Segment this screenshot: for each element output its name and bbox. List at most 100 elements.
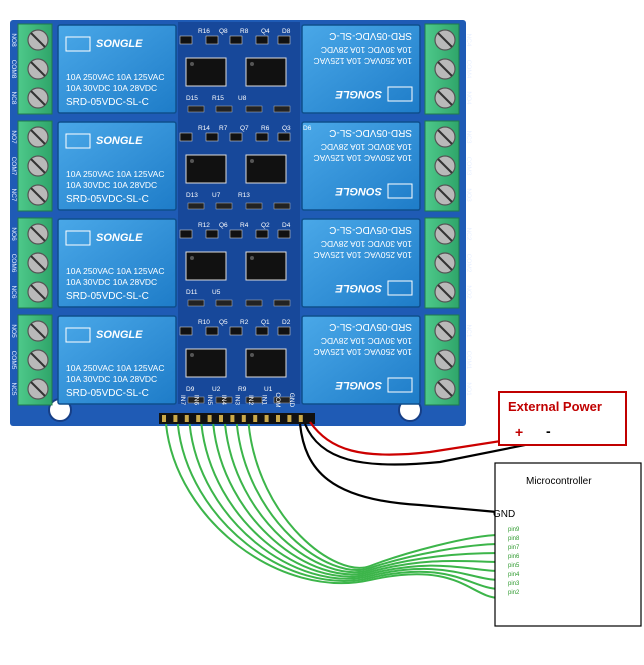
component-label: R13: [238, 192, 250, 199]
smd-component: [179, 229, 193, 239]
screw-slot: [437, 90, 453, 106]
relay-body: [57, 218, 177, 308]
relay-model: SRD-05VDC-SL-C: [329, 224, 412, 235]
chip-dot: [190, 353, 194, 357]
component-label: D13: [186, 192, 198, 199]
signal-wire: [200, 423, 501, 578]
resistor: [187, 396, 205, 404]
header-pin-label: GND: [288, 393, 295, 408]
smd-component: [277, 132, 291, 142]
relay-spec-line-1: 10A 250VAC 10A 125VAC: [66, 363, 164, 373]
smd-component: [179, 132, 193, 142]
chip-dot: [190, 256, 194, 260]
relay-brand: SONGLE: [335, 185, 382, 197]
component-label: D15: [186, 95, 198, 102]
component-label: R10: [198, 319, 210, 326]
terminal-label: NO4: [465, 91, 472, 105]
screw-slot: [437, 352, 453, 368]
resistor: [215, 299, 233, 307]
smd-component: [205, 229, 219, 239]
relay-spec-line-2: 10A 30VDC 10A 28VDC: [321, 45, 412, 55]
component-label: Q6: [219, 222, 228, 229]
microcontroller-box: Microcontroller GND pin9pin8pin7pin6pin5…: [493, 462, 642, 627]
component-label: R7: [219, 125, 228, 132]
header-pin: [230, 415, 235, 422]
resistor: [273, 299, 291, 307]
terminal-label: COM7: [10, 157, 17, 176]
screw-slot: [437, 158, 453, 174]
resistor: [215, 202, 233, 210]
screw-slot: [437, 381, 453, 397]
signal-wire: [224, 423, 501, 573]
relay-spec-line-1: 10A 250VAC 10A 125VAC: [66, 72, 164, 82]
chip-dot: [190, 159, 194, 163]
external-power-minus: -: [546, 423, 551, 439]
mcu-gnd-label: GND: [493, 509, 515, 520]
screw-slot: [437, 129, 453, 145]
mcu-pin-label: pin2: [508, 590, 520, 596]
component-label: U1: [264, 386, 273, 393]
header-pin-label: IN6: [193, 395, 200, 406]
header-pin: [264, 415, 269, 422]
resistor: [187, 202, 205, 210]
header-pin-label: IN5: [206, 395, 213, 406]
relay-model: SRD-05VDC-SL-C: [329, 30, 412, 41]
relay-body: [57, 121, 177, 211]
relay-brand: SONGLE: [96, 329, 143, 341]
smd-component: [205, 326, 219, 336]
screw-slot: [30, 352, 46, 368]
relay-model: SRD-05VDC-SL-C: [66, 388, 149, 399]
header-pin-label: IN3: [233, 395, 240, 406]
terminal-label: COM4: [465, 60, 472, 79]
relay-spec-line-1: 10A 250VAC 10A 125VAC: [314, 250, 412, 260]
header-pin: [287, 415, 292, 422]
header-pin: [219, 415, 223, 422]
power-wire: [309, 421, 521, 456]
resistor: [245, 396, 263, 404]
resistor: [215, 396, 233, 404]
relay-logo-icon: [65, 230, 91, 246]
component-label: U5: [212, 289, 221, 296]
terminal-label: NO6: [10, 227, 17, 241]
relay-body: [57, 315, 177, 405]
resistor: [245, 105, 263, 113]
screw-slot: [30, 158, 46, 174]
resistor: [245, 299, 263, 307]
screw-slot: [30, 129, 46, 145]
header-pin-label: COM: [274, 392, 281, 407]
relay-body: [301, 315, 421, 405]
component-label: U7: [212, 192, 221, 199]
header-pin: [253, 415, 258, 422]
relay-brand: SONGLE: [96, 135, 143, 147]
relay-spec-line-2: 10A 30VDC 10A 28VDC: [66, 277, 157, 287]
relay-spec-line-2: 10A 30VDC 10A 28VDC: [321, 239, 412, 249]
wires: [165, 421, 551, 599]
smd-component: [255, 35, 269, 45]
relay-spec-line-1: 10A 250VAC 10A 125VAC: [314, 347, 412, 357]
screw-slot: [30, 32, 46, 48]
resistor: [245, 202, 263, 210]
relay-spec-line-1: 10A 250VAC 10A 125VAC: [66, 169, 164, 179]
relay-body: [301, 121, 421, 211]
header-pin: [298, 415, 303, 422]
resistor: [215, 105, 233, 113]
pin-header-body: [159, 413, 315, 424]
component-label: R14: [198, 125, 210, 132]
relay-logo-icon: [387, 280, 413, 296]
relay-board: NO8COM8NC8NO7COM7NC7NO6COM6NC6NO5COM5NC5…: [10, 20, 472, 426]
component-label: D6: [303, 125, 312, 132]
smd-component: [229, 132, 243, 142]
signal-wire: [176, 423, 501, 590]
chip-dot: [250, 159, 254, 163]
external-power-plus: +: [515, 424, 523, 440]
header-pin-label: IN4: [220, 395, 227, 406]
header-pin: [173, 415, 178, 422]
mcu-pin-label: pin3: [508, 581, 520, 587]
